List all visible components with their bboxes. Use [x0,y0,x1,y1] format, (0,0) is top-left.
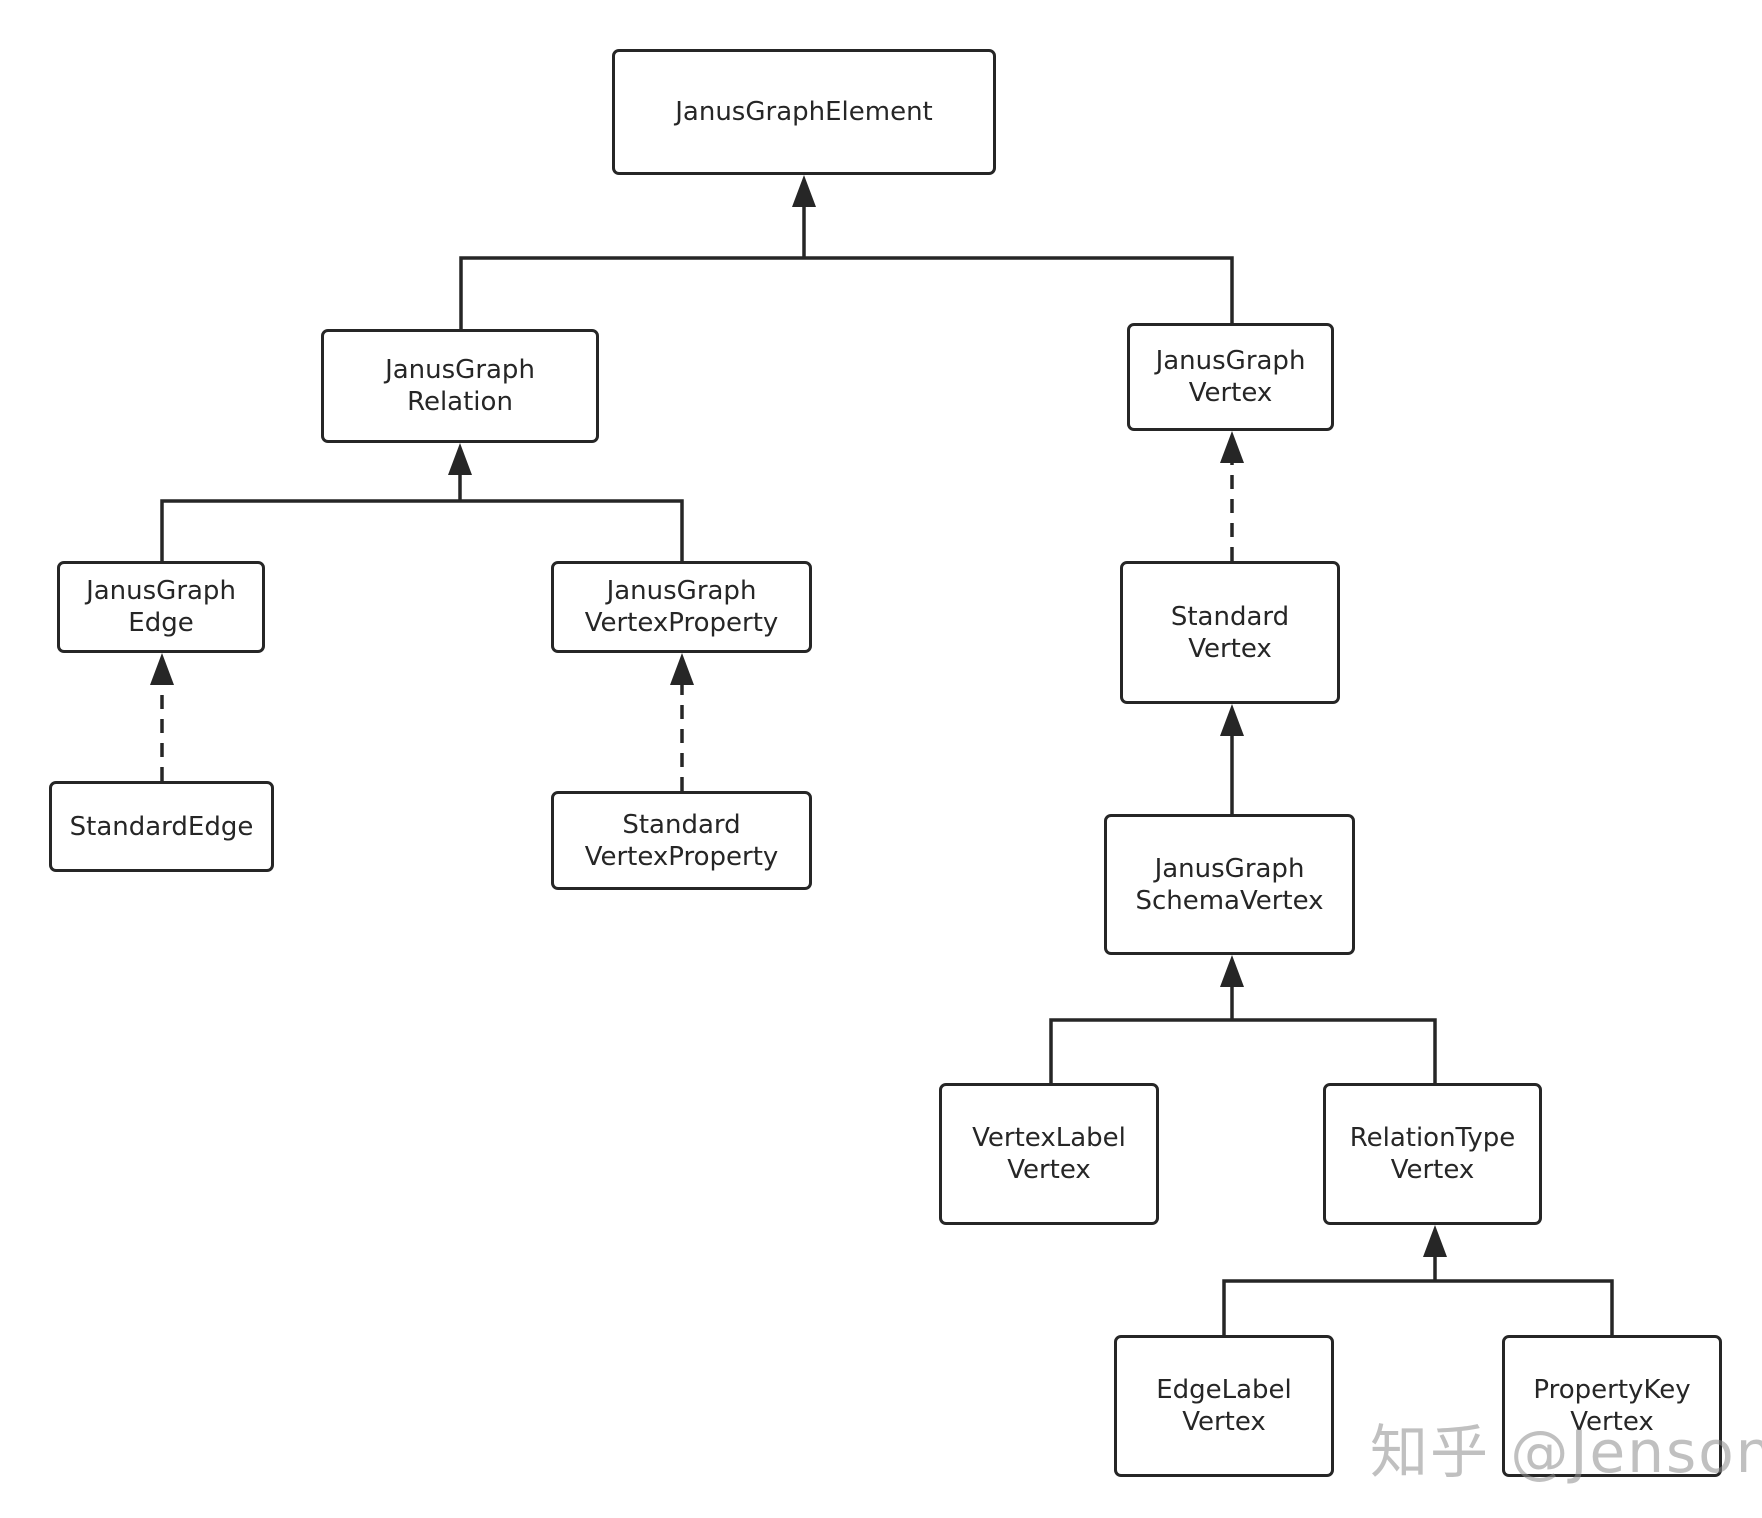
node-standard-vertex-property: Standard VertexProperty [551,791,812,890]
node-standard-vertex: Standard Vertex [1120,561,1340,704]
node-janus-graph-element: JanusGraphElement [612,49,996,175]
node-relation-type-vertex: RelationType Vertex [1323,1083,1542,1225]
inheritance-arrow-schema-vertex [1220,955,1244,987]
node-janus-graph-vertex-property: JanusGraph VertexProperty [551,561,812,653]
realization-arrow-vertex [1220,431,1244,463]
node-janus-graph-schema-vertex: JanusGraph SchemaVertex [1104,814,1355,955]
inheritance-arrow-standard-vertex [1220,704,1244,736]
node-janus-graph-relation: JanusGraph Relation [321,329,599,443]
node-janus-graph-vertex: JanusGraph Vertex [1127,323,1334,431]
connector-element-children [459,256,1234,329]
node-property-key-vertex: PropertyKey Vertex [1502,1335,1722,1477]
connector-schema-children [1049,1018,1437,1083]
inheritance-arrow-relation-type [1423,1225,1447,1257]
node-edge-label-vertex: EdgeLabel Vertex [1114,1335,1334,1477]
node-janus-graph-edge: JanusGraph Edge [57,561,265,653]
inheritance-arrow-element [792,175,816,207]
node-vertex-label-vertex: VertexLabel Vertex [939,1083,1159,1225]
connector-relation-type-children [1222,1279,1614,1335]
realization-arrow-vertex-property [670,653,694,685]
watermark: 知乎 @Jenson [1370,1418,1762,1486]
inheritance-arrow-relation [448,443,472,475]
node-standard-edge: StandardEdge [49,781,274,872]
realization-arrow-edge [150,653,174,685]
connector-relation-children [160,499,684,561]
